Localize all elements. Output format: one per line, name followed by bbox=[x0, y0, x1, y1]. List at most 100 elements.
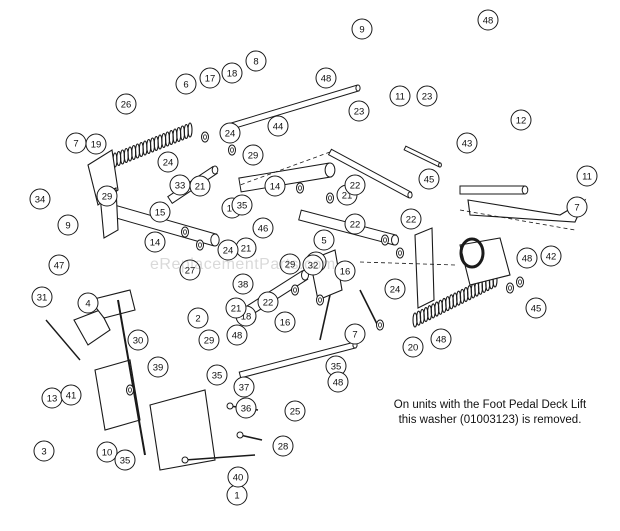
spring-coil bbox=[187, 122, 193, 138]
callout-number: 21 bbox=[231, 304, 242, 315]
washer-5 bbox=[396, 247, 404, 259]
callout-number: 22 bbox=[350, 220, 361, 231]
callout-number: 22 bbox=[263, 298, 274, 309]
callout-22: 22 bbox=[400, 208, 422, 230]
callout-44: 44 bbox=[267, 115, 289, 137]
callout-number: 38 bbox=[238, 280, 249, 291]
washer-11 bbox=[506, 282, 514, 294]
callout-24: 24 bbox=[217, 239, 239, 261]
callout-7: 7 bbox=[65, 132, 87, 154]
callout-circle bbox=[31, 286, 53, 308]
callout-circle bbox=[344, 213, 366, 235]
callout-circle bbox=[149, 201, 171, 223]
washer-note-line-2: this washer (01003123) is removed. bbox=[398, 414, 582, 426]
callout-number: 48 bbox=[232, 331, 243, 342]
callout-circle bbox=[157, 151, 179, 173]
washer-8 bbox=[291, 284, 299, 296]
callout-21: 21 bbox=[225, 297, 247, 319]
washer-9 bbox=[316, 294, 324, 306]
short-pivot-end bbox=[211, 165, 219, 175]
callout-number: 16 bbox=[280, 318, 291, 329]
short-rod-11 bbox=[403, 145, 442, 168]
callout-circle bbox=[57, 214, 79, 236]
callout-circle bbox=[227, 466, 249, 488]
callout-14: 14 bbox=[144, 231, 166, 253]
callout-29: 29 bbox=[279, 253, 301, 275]
callout-number: 35 bbox=[331, 362, 342, 373]
callout-number: 19 bbox=[91, 140, 102, 151]
callout-23: 23 bbox=[348, 100, 370, 122]
callout-number: 45 bbox=[424, 175, 435, 186]
callout-number: 21 bbox=[195, 182, 206, 193]
callout-number: 24 bbox=[223, 246, 234, 257]
callout-24: 24 bbox=[219, 122, 241, 144]
callout-number: 21 bbox=[241, 244, 252, 255]
washer-2-hole bbox=[298, 185, 302, 191]
washer-3-hole bbox=[328, 195, 332, 201]
callout-circle bbox=[389, 85, 411, 107]
arm-46 bbox=[414, 227, 435, 309]
callout-number: 29 bbox=[102, 192, 113, 203]
upper-spring-26 bbox=[112, 122, 193, 168]
callout-46: 46 bbox=[252, 217, 274, 239]
callout-circle bbox=[235, 397, 257, 419]
callout-48: 48 bbox=[315, 67, 337, 89]
callout-25: 25 bbox=[284, 400, 306, 422]
callout-number: 47 bbox=[54, 261, 65, 272]
washer-01003123 bbox=[459, 237, 485, 269]
callout-3: 3 bbox=[33, 440, 55, 462]
callout-11: 11 bbox=[389, 85, 411, 107]
callout-circle bbox=[257, 291, 279, 313]
callout-circle bbox=[400, 208, 422, 230]
callout-number: 36 bbox=[241, 404, 252, 415]
callout-number: 2 bbox=[195, 314, 200, 325]
callout-47: 47 bbox=[48, 254, 70, 276]
link-16 bbox=[319, 294, 331, 341]
callout-39: 39 bbox=[147, 356, 169, 378]
callout-22: 22 bbox=[344, 213, 366, 235]
callout-26: 26 bbox=[115, 93, 137, 115]
callout-1: 1 bbox=[226, 484, 248, 506]
watermark: eReplacementParts.com bbox=[150, 256, 336, 273]
callout-48: 48 bbox=[430, 328, 452, 350]
bolt-25 bbox=[239, 434, 263, 441]
callout-7: 7 bbox=[344, 323, 366, 345]
callout-number: 16 bbox=[340, 267, 351, 278]
callout-35: 35 bbox=[206, 364, 228, 386]
callout-21: 21 bbox=[189, 175, 211, 197]
callout-number: 24 bbox=[390, 285, 401, 296]
callout-6: 6 bbox=[175, 73, 197, 95]
callout-circle bbox=[334, 260, 356, 282]
callout-35: 35 bbox=[114, 449, 136, 471]
callout-number: 4 bbox=[85, 299, 90, 310]
callout-36: 36 bbox=[235, 397, 257, 419]
callout-24: 24 bbox=[157, 151, 179, 173]
callout-9: 9 bbox=[57, 214, 79, 236]
callout-14: 14 bbox=[264, 175, 286, 197]
washer-note: On units with the Foot Pedal Deck Lift t… bbox=[360, 398, 620, 428]
callout-number: 41 bbox=[66, 391, 77, 402]
callout-circle bbox=[384, 278, 406, 300]
callout-number: 9 bbox=[65, 221, 70, 232]
callout-18: 18 bbox=[221, 62, 243, 84]
callout-number: 30 bbox=[133, 336, 144, 347]
bolt-28 bbox=[184, 454, 256, 461]
callout-circle bbox=[179, 259, 201, 281]
callout-41: 41 bbox=[60, 384, 82, 406]
lower-spring-45 bbox=[412, 272, 498, 328]
callout-45: 45 bbox=[525, 297, 547, 319]
callout-number: 9 bbox=[359, 25, 364, 36]
guide-line bbox=[459, 209, 576, 231]
callout-number: 3 bbox=[41, 447, 46, 458]
callout-42: 42 bbox=[540, 245, 562, 267]
callout-31: 31 bbox=[31, 286, 53, 308]
cross-tube-14-end bbox=[210, 233, 220, 247]
washer-2 bbox=[296, 182, 304, 194]
callout-number: 28 bbox=[278, 442, 289, 453]
callout-circle bbox=[127, 329, 149, 351]
callout-48: 48 bbox=[477, 9, 499, 31]
callout-28: 28 bbox=[272, 435, 294, 457]
washer-9-hole bbox=[318, 297, 322, 303]
